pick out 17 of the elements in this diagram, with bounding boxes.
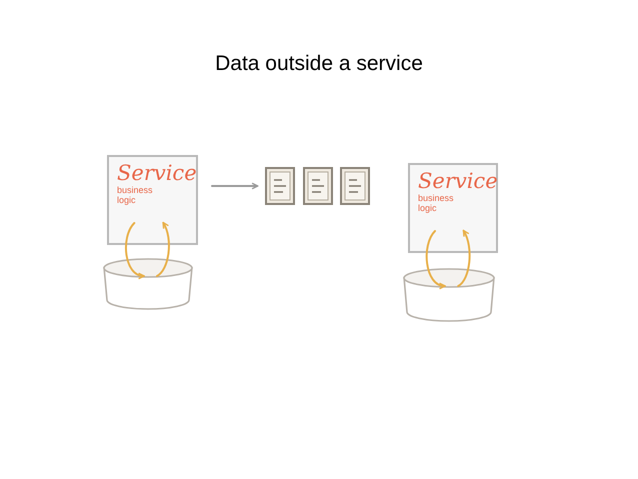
document-icon	[265, 167, 295, 205]
service-heading: Service	[418, 169, 498, 193]
service-heading: Service	[117, 161, 197, 185]
service-box	[408, 163, 498, 253]
database-cylinder	[403, 268, 495, 322]
arrow	[124, 222, 145, 279]
database-cylinder	[103, 258, 193, 310]
arrow	[457, 230, 471, 287]
arrow	[156, 222, 170, 277]
document-icon	[340, 167, 370, 205]
service-box	[107, 155, 198, 245]
service-description: business logic	[418, 193, 455, 213]
title: Data outside a service	[214, 51, 424, 77]
arrow	[426, 230, 446, 289]
service-description: business logic	[117, 185, 154, 205]
document-icon	[303, 167, 333, 205]
arrow	[211, 182, 258, 190]
